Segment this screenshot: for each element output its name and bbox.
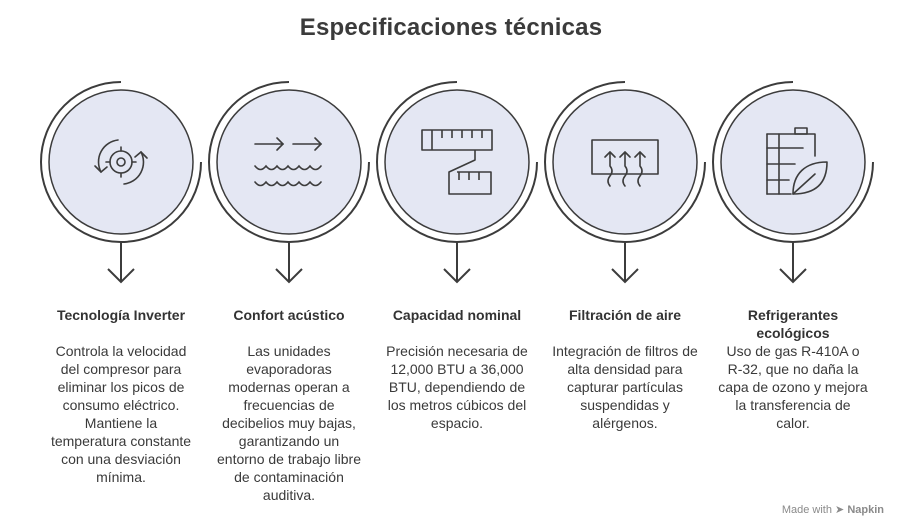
step-5-circle — [720, 89, 866, 235]
step-5-arc — [712, 81, 874, 243]
step-4-text: Filtración de aire Integración de filtro… — [550, 306, 700, 432]
measuring-tape-icon — [421, 129, 493, 195]
step-1-heading: Tecnología Inverter — [56, 307, 186, 323]
step-5-heading: Refrigerantes ecológicos — [747, 307, 839, 341]
step-2-circle — [216, 89, 362, 235]
step-3-circle — [384, 89, 530, 235]
step-4-description: Integración de filtros de alta densidad … — [552, 343, 698, 431]
step-2-arc — [208, 81, 370, 243]
step-3-arrow — [443, 268, 471, 284]
step-3-description: Precisión necesaria de 12,000 BTU a 36,0… — [386, 343, 528, 431]
step-3-heading: Capacidad nominal — [392, 307, 522, 323]
step-4-heading: Filtración de aire — [568, 307, 682, 323]
step-4-arrow — [611, 268, 639, 284]
step-2-description: Las unidades evaporadoras modernas opera… — [217, 343, 361, 503]
made-with-label: Made with — [781, 504, 832, 516]
made-with-badge[interactable]: Made with ➤ Napkin — [782, 503, 884, 516]
step-1-arrow — [107, 268, 135, 284]
step-5-arrow — [779, 268, 807, 284]
step-2-text: Confort acústico Las unidades evaporador… — [214, 306, 364, 504]
step-1-node — [40, 81, 202, 284]
air-filter-icon — [591, 139, 659, 187]
napkin-logo-icon: ➤ — [835, 504, 845, 516]
step-4-arc — [544, 81, 706, 243]
step-5-node — [712, 81, 874, 284]
step-3-text: Capacidad nominal Precisión necesaria de… — [382, 306, 532, 432]
step-2-node — [208, 81, 370, 284]
step-1-arc — [40, 81, 202, 243]
step-2-arrow — [275, 268, 303, 284]
step-3-arc — [376, 81, 538, 243]
inverter-cycle-icon — [94, 139, 148, 185]
page-title: Especificaciones técnicas — [299, 14, 603, 41]
step-2-heading: Confort acústico — [233, 307, 345, 323]
step-5-description: Uso de gas R-410A o R-32, que no daña la… — [718, 343, 868, 431]
napkin-brand: Napkin — [847, 504, 884, 516]
step-4-node — [544, 81, 706, 284]
step-1-circle — [48, 89, 194, 235]
step-5-text: Refrigerantes ecológicos Uso de gas R-41… — [718, 306, 868, 432]
step-1-description: Controla la velocidad del compresor para… — [50, 343, 192, 485]
eco-leaf-icon — [766, 127, 828, 195]
process-diagram — [40, 81, 874, 284]
airflow-waves-icon — [254, 137, 323, 187]
step-3-node — [376, 81, 538, 284]
step-1-text: Tecnología Inverter Controla la velocida… — [46, 306, 196, 486]
